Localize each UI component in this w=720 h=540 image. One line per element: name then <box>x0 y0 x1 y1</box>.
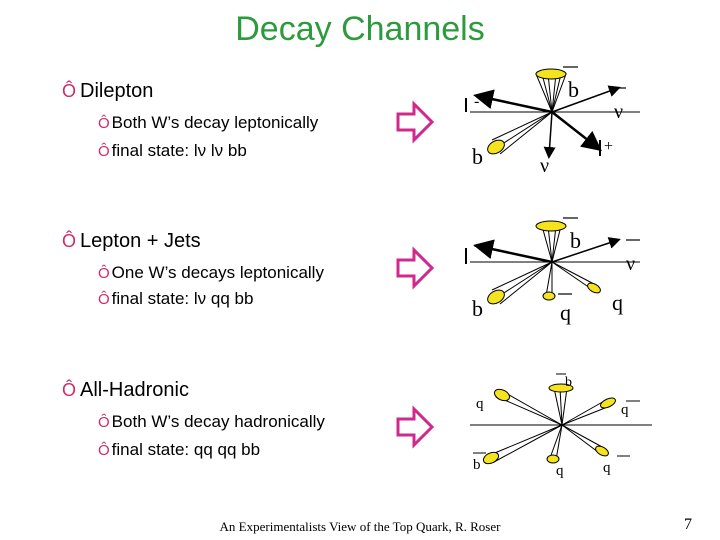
label-q-bar: q <box>560 300 571 325</box>
label-q-bar-bottom: q <box>603 460 611 476</box>
bullet-marker: Ô <box>98 291 110 308</box>
label-q-bottom: q <box>556 463 564 479</box>
label-b-bar: b <box>570 228 581 253</box>
label-b-bar: b <box>568 77 579 102</box>
bullet-marker: Ô <box>62 81 77 101</box>
label-l-minus: - <box>474 93 479 110</box>
channel-name: Dilepton <box>80 80 154 102</box>
sub-bullet-text: One W’s decays leptonically <box>111 263 324 282</box>
label-q: q <box>612 290 623 315</box>
label-nu-bar: ν <box>614 101 623 123</box>
arrow-dilepton <box>396 100 435 144</box>
sub-bullet-text: Both W’s decay hadronically <box>111 412 325 431</box>
bullet-marker: Ô <box>98 115 110 132</box>
channel-name: All-Hadronic <box>80 379 189 401</box>
slide-title: Decay Channels <box>235 10 485 48</box>
bullet-marker: Ô <box>98 143 110 160</box>
label-b-top: b <box>565 375 572 390</box>
page-number: 7 <box>684 516 692 533</box>
sub-bullet-text: final state: lν lν bb <box>111 141 247 160</box>
label-q-left: q <box>476 396 484 412</box>
arrow-lepton-jets <box>396 246 435 290</box>
channel-name: Lepton + Jets <box>80 230 201 252</box>
sub-bullet-text: Both W’s decay leptonically <box>111 113 319 132</box>
label-b: b <box>472 296 483 321</box>
label-l-minus: - <box>474 237 479 254</box>
diagram-dilepton: b ν - b ν + <box>465 66 640 177</box>
sub-bullet-text: final state: qq qq bb <box>111 440 261 459</box>
label-nu-bar: ν <box>626 253 635 275</box>
bullet-marker: Ô <box>98 442 110 459</box>
bullet-marker: Ô <box>98 414 110 431</box>
label-b: b <box>472 144 483 169</box>
arrow-all-hadronic <box>396 405 435 449</box>
diagram-all-hadronic: q b q b q q <box>470 373 652 479</box>
footer-citation: An Experimentalists View of the Top Quar… <box>219 519 501 534</box>
bullet-marker: Ô <box>62 380 77 400</box>
label-q-bar-right: q <box>621 402 629 418</box>
bullet-marker: Ô <box>98 265 110 282</box>
sub-bullet-text: final state: lν qq bb <box>111 289 254 308</box>
label-nu: ν <box>540 155 549 177</box>
bullet-marker: Ô <box>62 231 77 251</box>
diagram-lepton-jets: b ν - b q q <box>465 217 640 325</box>
label-l-plus: + <box>604 138 613 155</box>
label-b-bar-bottom: b <box>473 457 481 473</box>
